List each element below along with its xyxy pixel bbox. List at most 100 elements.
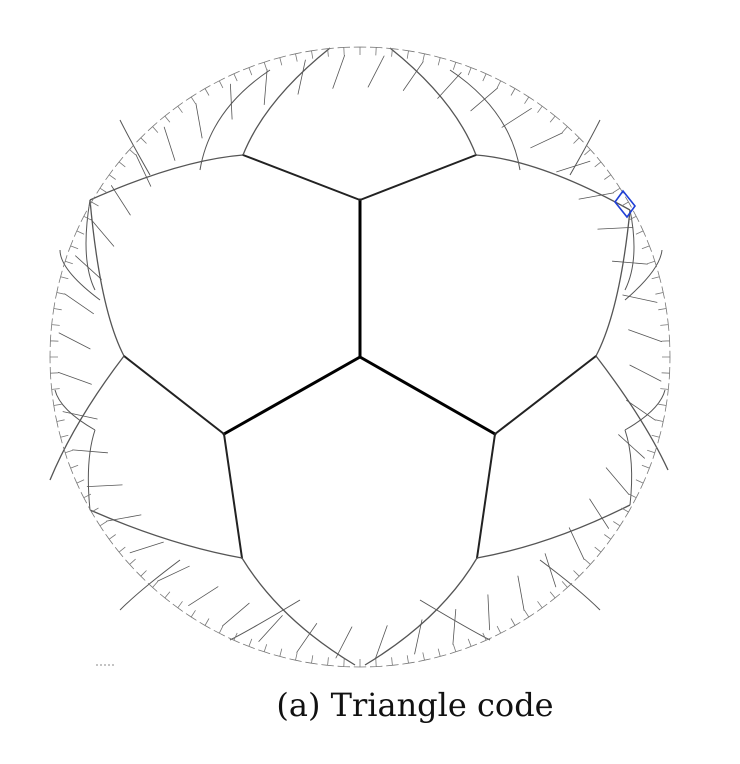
boundary-fractal-tick — [242, 638, 255, 649]
boundary-fractal-branch — [437, 72, 462, 99]
boundary-fractal-tick — [613, 520, 624, 532]
tree-edge-level-3 — [476, 504, 631, 559]
boundary-fractal-tick — [114, 156, 126, 168]
boundary-fractal-branch — [414, 619, 423, 655]
boundary-fractal-tick — [573, 133, 584, 144]
boundary-fractal-tick — [418, 52, 431, 62]
boundary-fractal-tick — [465, 638, 478, 649]
boundary-fractal-tick — [289, 652, 302, 662]
boundary-fractal-tick — [88, 196, 99, 208]
boundary-fractal-tick — [58, 270, 69, 283]
boundary-fractal-tick — [658, 302, 668, 315]
boundary-fractal-tick — [185, 93, 197, 104]
boundary-fractal-tick — [50, 383, 60, 396]
boundary-fractal-tick — [213, 625, 225, 637]
boundary-fractal-branch — [222, 602, 250, 627]
boundary-fractal-branch — [367, 55, 385, 88]
boundary-fractal-tick — [647, 446, 658, 459]
boundary-fractal-branch — [111, 185, 131, 216]
boundary-fractal-tick — [73, 477, 85, 489]
boundary-fractal-branch — [75, 255, 102, 280]
boundary-fractal-tick — [305, 49, 318, 59]
boundary-fractal-branch — [402, 61, 424, 91]
boundary-fractal-tick — [172, 102, 184, 113]
boundary-fractal-branch — [62, 411, 98, 420]
boundary-fractal-tick — [434, 648, 447, 659]
tree-edge-level-4 — [119, 559, 181, 611]
boundary-fractal-tick — [125, 558, 136, 570]
boundary-fractal-tick — [635, 225, 647, 237]
boundary-fractal-tick — [337, 46, 351, 56]
tree-edge-level-4 — [624, 209, 635, 291]
boundary-fractal-tick — [62, 255, 73, 268]
boundary-fractal-tick — [125, 144, 136, 156]
boundary-fractal-tick — [58, 431, 69, 444]
boundary-fractal-tick — [55, 286, 65, 299]
boundary-fractal-branch — [626, 399, 656, 421]
boundary-fractal-tick — [213, 77, 225, 89]
boundary-fractal-tick — [273, 55, 286, 66]
tree-edge-level-3 — [89, 199, 125, 357]
boundary-fractal-tick — [96, 182, 107, 194]
hyperbolic-tiling-figure — [49, 46, 671, 668]
boundary-fractal-tick — [305, 655, 318, 665]
boundary-fractal-branch — [487, 594, 491, 631]
tree-edge-level-4 — [59, 249, 101, 301]
boundary-fractal-tick — [402, 49, 415, 59]
boundary-fractal-tick — [604, 533, 615, 545]
boundary-fractal-tick — [68, 239, 79, 252]
boundary-fractal-branch — [229, 83, 233, 120]
tree-edge-level-4 — [199, 69, 271, 171]
boundary-fractal-tick — [418, 652, 431, 662]
tree-edge-level-1 — [358, 355, 497, 436]
tree-edge-level-3 — [595, 355, 669, 471]
boundary-fractal-branch — [618, 434, 645, 459]
boundary-fractal-branch — [605, 467, 630, 495]
boundary-fractal-tick — [509, 618, 521, 629]
tree-edge-level-4 — [229, 599, 301, 641]
boundary-fractal-tick — [549, 591, 561, 603]
boundary-fractal-tick — [561, 581, 573, 592]
boundary-fractal-branch — [72, 449, 108, 454]
tree-edge-level-3 — [364, 557, 478, 666]
boundary-fractal-tick — [49, 350, 58, 364]
boundary-fractal-tick — [661, 366, 671, 380]
boundary-fractal-tick — [105, 169, 116, 181]
boundary-fractal-tick — [228, 632, 240, 644]
boundary-fractal-tick — [172, 601, 184, 612]
boundary-fractal-branch — [263, 69, 268, 105]
boundary-fractal-tick — [199, 85, 211, 96]
boundary-fractal-branch — [163, 126, 176, 161]
tree-edge-level-4 — [87, 429, 96, 511]
boundary-fractal-tick — [523, 610, 535, 621]
boundary-fractal-branch — [129, 541, 164, 554]
boundary-fractal-branch — [135, 154, 152, 187]
boundary-fractal-tick — [114, 546, 126, 558]
tree-edge-level-3 — [389, 47, 477, 156]
boundary-fractal-tick — [105, 533, 116, 545]
boundary-fractal-tick — [55, 415, 65, 428]
boundary-fractal-branch — [258, 615, 283, 642]
boundary-fractal-branch — [622, 294, 658, 303]
boundary-fractal-tick — [52, 302, 62, 315]
boundary-fractal-branch — [597, 226, 634, 230]
boundary-fractal-tick — [49, 366, 59, 380]
boundary-fractal-tick — [353, 46, 367, 55]
tree-edge-level-2 — [223, 433, 243, 559]
tree-edge-level-3 — [595, 209, 631, 357]
figure-caption: (a) Triangle code — [276, 686, 554, 724]
boundary-fractal-branch — [157, 565, 190, 582]
boundary-fractal-branch — [58, 332, 91, 350]
boundary-fractal-tick — [561, 122, 573, 133]
tree-edge-level-4 — [569, 119, 601, 176]
boundary-fractal-branch — [530, 132, 563, 149]
boundary-fractal-branch — [195, 103, 203, 139]
boundary-fractal-tick — [480, 70, 492, 82]
boundary-fractal-branch — [556, 160, 591, 173]
boundary-fractal-tick — [584, 144, 595, 156]
boundary-fractal-tick — [661, 334, 671, 348]
boundary-fractal-tick — [228, 70, 240, 82]
boundary-fractal-tick — [402, 655, 415, 665]
boundary-fractal-tick — [73, 225, 85, 237]
boundary-fractal-tick — [495, 625, 507, 637]
